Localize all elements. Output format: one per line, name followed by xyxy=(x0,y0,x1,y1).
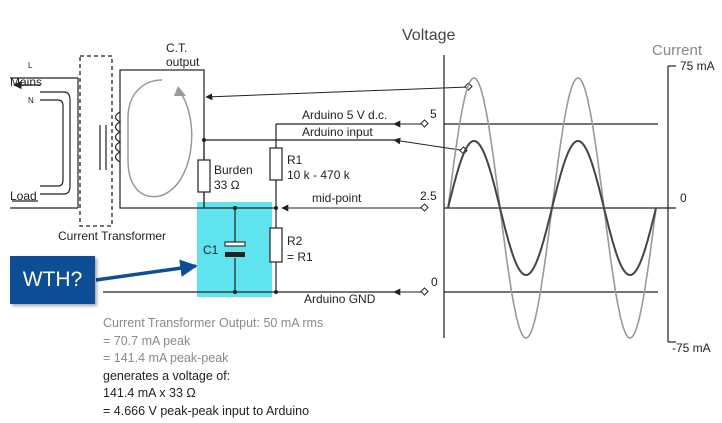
n-label: N xyxy=(28,96,34,105)
secondary-coil xyxy=(114,111,122,163)
voltage-tick-2-5: 2.5 xyxy=(420,189,437,203)
marker-5v xyxy=(420,119,429,128)
calc-line: = 70.7 mA peak xyxy=(103,333,191,348)
voltage-tick-0: 0 xyxy=(431,275,438,289)
voltage-waveform xyxy=(447,139,657,277)
junction-dot xyxy=(274,206,278,210)
c1-plate-bottom xyxy=(225,252,245,257)
ct-output-label-2: output xyxy=(166,55,200,69)
burden-label-2: 33 Ω xyxy=(214,178,240,192)
load-label: Load xyxy=(10,189,37,203)
ct-name-label: Current Transformer xyxy=(58,229,166,243)
l-label: L xyxy=(28,61,33,70)
c1-label: C1 xyxy=(203,243,219,257)
calc-line: Current Transformer Output: 50 mA rms xyxy=(103,316,324,330)
voltage-title: Voltage xyxy=(402,27,455,44)
current-tick-top: 75 mA xyxy=(680,59,715,73)
r2-resistor xyxy=(269,227,283,263)
arduino-input-label: Arduino input xyxy=(302,125,373,139)
waveform-axes xyxy=(443,55,676,343)
c1-plate-top xyxy=(224,241,246,247)
marker-mid xyxy=(420,203,429,212)
flux-arrowhead xyxy=(174,86,186,96)
junction-dot xyxy=(233,290,237,294)
r1-resistor xyxy=(269,147,283,181)
r2-label-1: R2 xyxy=(287,234,303,248)
r2-label-2: = R1 xyxy=(287,250,313,264)
arduino-gnd-label: Arduino GND xyxy=(304,292,376,306)
r1-label-2: 10 k - 470 k xyxy=(287,168,351,182)
secondary-wiring xyxy=(103,123,398,293)
arrow-input xyxy=(393,137,461,151)
mains-label: Mains xyxy=(10,75,42,89)
arrow-ct-output xyxy=(205,86,469,101)
current-tick-zero: 0 xyxy=(680,191,687,205)
calc-line: generates a voltage of: xyxy=(103,368,231,383)
callout-arrow xyxy=(95,259,198,282)
flux-ellipse xyxy=(127,79,193,198)
junction-dot xyxy=(233,206,237,210)
ct-output-label-1: C.T. xyxy=(166,41,187,55)
ct-dashed-boundary xyxy=(79,55,113,227)
current-tick-bottom: -75 mA xyxy=(672,341,711,355)
voltage-tick-5: 5 xyxy=(430,107,437,121)
current-title: Current xyxy=(652,42,703,59)
marker-gnd xyxy=(420,287,429,296)
burden-resistor xyxy=(197,159,211,193)
wth-callout-text: WTH? xyxy=(22,268,83,291)
junction-dot xyxy=(202,138,206,142)
calc-line: = 141.4 mA peak-peak xyxy=(103,351,229,366)
mid-point-label: mid-point xyxy=(312,191,362,205)
r1-label-1: R1 xyxy=(287,153,303,167)
arduino-5v-label: Arduino 5 V d.c. xyxy=(302,108,387,122)
wth-callout-box: WTH? xyxy=(10,256,95,304)
calc-line: 141.4 mA x 33 Ω xyxy=(103,386,196,401)
junction-dot xyxy=(274,290,278,294)
calculation-notes: Current Transformer Output: 50 mA rms = … xyxy=(103,315,323,421)
ct-primary xyxy=(10,77,79,209)
burden-label-1: Burden xyxy=(214,163,253,177)
calc-line: = 4.666 V peak-peak input to Arduino xyxy=(103,403,310,418)
